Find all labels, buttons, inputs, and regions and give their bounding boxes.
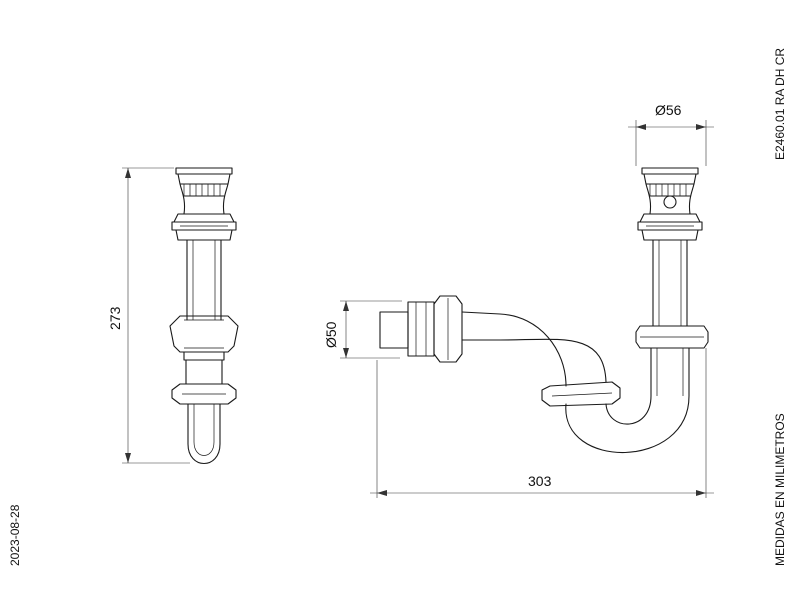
side-view-trap: [169, 167, 239, 465]
drawing-date: 2023-08-28: [8, 504, 22, 566]
model-code: E2460.01 RA DH CR: [773, 47, 787, 160]
width-dimension: [370, 348, 714, 498]
outlet-diameter-label: Ø50: [323, 321, 339, 348]
valve-diameter-dimension: [628, 120, 714, 166]
height-dimension-label: 273: [107, 306, 123, 330]
front-view-trap: [379, 167, 709, 454]
height-dimension: [122, 167, 190, 464]
valve-diameter-label: Ø56: [655, 102, 682, 118]
width-dimension-label: 303: [528, 473, 552, 489]
units-note: MEDIDAS EN MILIMETROS: [773, 413, 787, 566]
outlet-diameter-dimension: [340, 300, 402, 359]
